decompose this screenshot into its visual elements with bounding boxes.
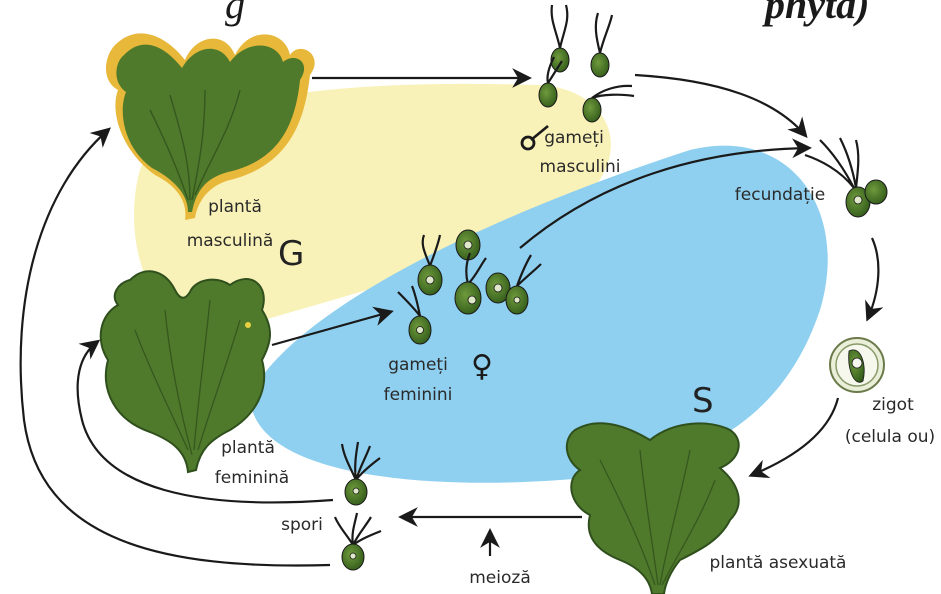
male-plant-label-2: masculină: [187, 231, 274, 251]
male-gametes: [539, 5, 634, 122]
meiosis-label: meioză: [469, 568, 530, 588]
female-gametes-label-1: gameți: [388, 355, 448, 375]
male-gametes-label-2: masculini: [540, 157, 621, 177]
zygote-cell: [830, 338, 884, 392]
asexual-plant-label: plantă asexuată: [710, 553, 847, 573]
zygote-label-2: (celula ou): [845, 427, 935, 447]
zygote-label-1: zigot: [872, 395, 914, 415]
male-plant-label-1: plantă: [208, 197, 262, 217]
female-symbol: ♀: [471, 349, 493, 384]
sporophyte-label: S: [692, 381, 714, 421]
gametophyte-label: G: [278, 234, 304, 274]
fertilization-label: fecundație: [735, 185, 825, 205]
female-plant-label-1: plantă: [221, 438, 275, 458]
female-plant-label-2: feminină: [215, 468, 289, 488]
female-gametes-label-2: feminini: [384, 385, 453, 405]
arrow-zygote-to-sporophyte: [752, 398, 838, 475]
arrow-male-gametes-to-fertilization: [635, 75, 805, 135]
spores-label: spori: [281, 515, 323, 535]
male-gametes-label-1: gameți: [544, 128, 604, 148]
fertilization-cell: [805, 138, 887, 217]
arrow-fertilization-to-zygote: [868, 238, 878, 318]
